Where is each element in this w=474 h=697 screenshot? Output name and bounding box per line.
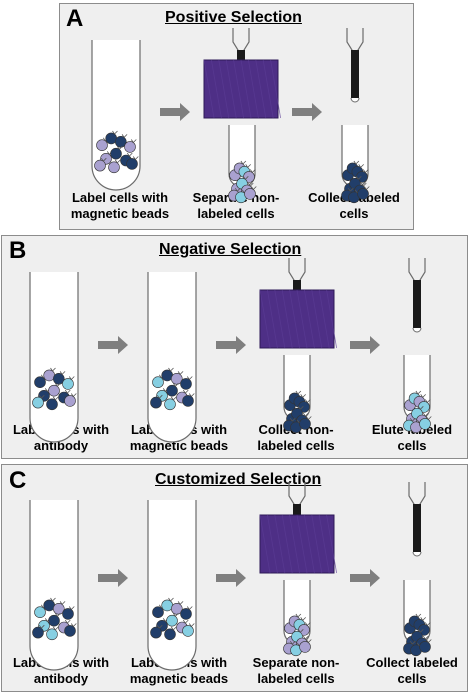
separation-column	[408, 482, 426, 557]
cell	[32, 394, 45, 409]
magnet	[259, 289, 337, 349]
flow-arrow	[216, 336, 246, 354]
cell	[150, 394, 163, 409]
cell	[64, 393, 77, 407]
cell	[124, 139, 137, 153]
magnet	[203, 59, 281, 119]
cell	[166, 383, 179, 397]
cell	[152, 604, 165, 619]
cell	[46, 626, 59, 641]
tube	[29, 500, 79, 671]
step-caption: Collect non- labeled cells	[257, 422, 335, 453]
cell	[357, 186, 370, 200]
separation-column	[408, 258, 426, 333]
cell	[110, 146, 123, 160]
step-caption: Label cells with magnetic beads	[70, 190, 170, 221]
flow-arrow	[350, 569, 380, 587]
panel-letter: A	[66, 5, 84, 32]
flow-arrow	[292, 103, 322, 121]
cell	[166, 613, 179, 627]
cell	[94, 157, 107, 172]
tube	[147, 272, 197, 443]
cell	[243, 169, 256, 183]
cell	[244, 186, 257, 200]
cell	[418, 622, 431, 636]
tube	[91, 40, 141, 191]
panel-title: Negative Selection	[159, 241, 302, 258]
cell	[180, 376, 193, 390]
cell	[419, 416, 432, 430]
panel-letter: B	[9, 237, 27, 264]
cell	[52, 371, 66, 385]
cell	[419, 639, 432, 653]
cell	[182, 623, 195, 637]
cell	[299, 416, 312, 430]
cell	[43, 367, 56, 382]
flow-arrow	[216, 569, 246, 587]
panel-title: Positive Selection	[165, 9, 302, 26]
flow-arrow	[98, 569, 128, 587]
cell	[62, 606, 75, 620]
panel-title: Customized Selection	[155, 471, 322, 488]
cell	[126, 156, 139, 170]
cell	[64, 623, 77, 637]
flow-arrow	[98, 336, 128, 354]
cell	[46, 396, 59, 411]
step-caption: Collect labeled cells	[366, 655, 458, 686]
panel-letter: C	[9, 467, 27, 494]
step-caption: Separate non- labeled cells	[252, 655, 340, 686]
tube	[147, 500, 197, 671]
cell	[164, 396, 177, 411]
flow-arrow	[160, 103, 190, 121]
cell	[180, 606, 193, 620]
cell	[32, 624, 45, 639]
magnet	[259, 514, 337, 574]
separation-column	[346, 28, 364, 103]
cell	[62, 376, 75, 390]
cell	[299, 639, 312, 653]
cell	[164, 626, 177, 641]
cell	[171, 371, 184, 385]
cell	[108, 159, 121, 174]
cell	[48, 383, 61, 397]
cell	[182, 393, 195, 407]
cell	[150, 624, 163, 639]
tube	[29, 272, 79, 443]
flow-arrow	[350, 336, 380, 354]
cell	[48, 613, 61, 627]
